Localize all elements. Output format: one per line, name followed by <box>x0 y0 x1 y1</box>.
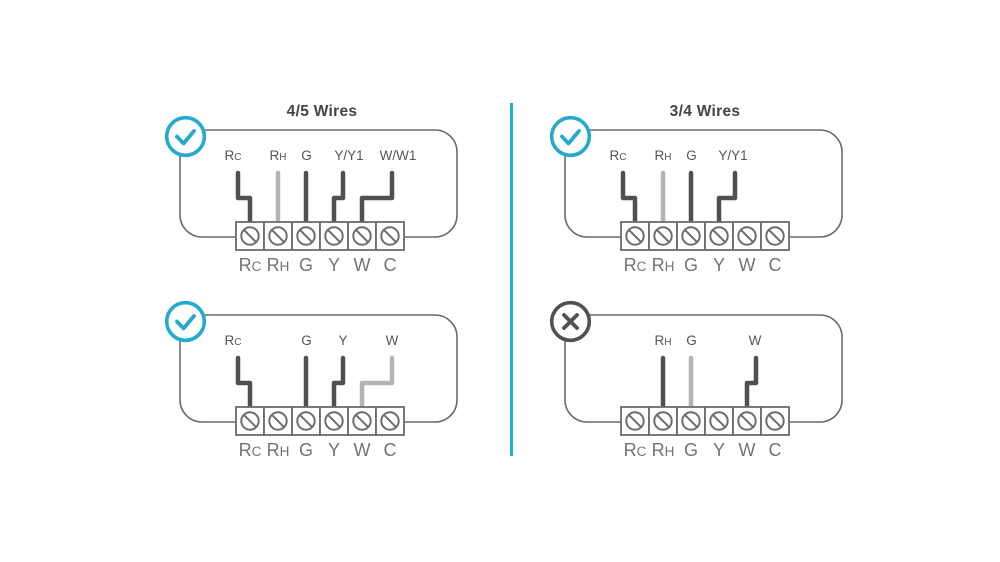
panel-title: 3/4 Wires <box>670 103 741 120</box>
screw-terminal-icon <box>704 221 734 251</box>
screw-terminal-icon <box>291 406 321 436</box>
wire-label: RH <box>655 148 672 163</box>
terminal-label: W <box>739 255 756 275</box>
terminal-label: Y <box>713 440 725 460</box>
wire-w <box>359 170 395 226</box>
screw-terminal-icon <box>263 406 293 436</box>
wire-label: RC <box>225 148 242 163</box>
screw-terminal-icon <box>732 221 762 251</box>
terminal-strip <box>235 406 405 436</box>
terminal-label: RH <box>267 440 290 460</box>
screw-terminal-icon <box>263 221 293 251</box>
terminal-strip <box>620 221 790 251</box>
terminal-label: W <box>739 440 756 460</box>
terminal-label: RC <box>624 255 647 275</box>
thermostat-plate-outline <box>564 129 843 238</box>
screw-terminal-icon <box>732 406 762 436</box>
thermostat-plate-outline <box>179 129 458 238</box>
screw-terminal-icon <box>375 406 405 436</box>
wire-label: G <box>301 148 312 163</box>
terminal-label: RH <box>652 440 675 460</box>
panel-3-4-wires-a: 3/4 Wires RC RH G Y/Y1 RC RH G Y W C <box>549 103 843 275</box>
screw-terminal-icon <box>347 221 377 251</box>
screw-terminal-icon <box>319 406 349 436</box>
check-circle-icon <box>164 300 207 343</box>
wire-label: RH <box>270 148 287 163</box>
screw-terminal-icon <box>291 221 321 251</box>
terminal-label: G <box>299 255 313 275</box>
screw-terminal-icon <box>676 221 706 251</box>
wire-label: Y <box>338 333 347 348</box>
wire-y <box>331 170 346 226</box>
terminal-label: G <box>684 440 698 460</box>
thermostat-plate-outline <box>564 314 843 423</box>
screw-terminal-icon <box>235 221 265 251</box>
wire-y <box>331 355 346 411</box>
terminal-label: Y <box>713 255 725 275</box>
wire-label: Y/Y1 <box>334 148 363 163</box>
wire-rc <box>235 170 253 226</box>
panel-4-5-wires-a: 4/5 Wires RC RH G Y/Y1 W/W1 RC RH G Y W … <box>164 103 458 275</box>
terminal-label: Y <box>328 440 340 460</box>
terminal-label: RH <box>267 255 290 275</box>
terminal-label: RH <box>652 255 675 275</box>
screw-terminal-icon <box>319 221 349 251</box>
wire-label: W <box>386 333 399 348</box>
terminal-label: G <box>299 440 313 460</box>
screw-terminal-icon <box>620 406 650 436</box>
wire-w <box>744 355 759 411</box>
terminal-label: C <box>384 440 397 460</box>
screw-terminal-icon <box>676 406 706 436</box>
terminal-label: C <box>769 440 782 460</box>
cross-circle-icon <box>549 300 592 343</box>
wire-rc <box>235 355 253 411</box>
screw-terminal-icon <box>235 406 265 436</box>
wire-label: W/W1 <box>380 148 417 163</box>
screw-terminal-icon <box>620 221 650 251</box>
terminal-strip <box>620 406 790 436</box>
check-circle-icon <box>549 115 592 158</box>
column-divider <box>510 103 513 456</box>
terminal-strip <box>235 221 405 251</box>
panel-4-5-wires-b: RC G Y W RC RH G Y W C <box>164 300 458 460</box>
wire-label: G <box>686 333 697 348</box>
wire-label: G <box>301 333 312 348</box>
terminal-label: W <box>354 255 371 275</box>
wire-label: Y/Y1 <box>718 148 747 163</box>
terminal-label: W <box>354 440 371 460</box>
wire-label: RC <box>225 333 242 348</box>
screw-terminal-icon <box>375 221 405 251</box>
terminal-label: C <box>384 255 397 275</box>
wire-label: G <box>686 148 697 163</box>
screw-terminal-icon <box>347 406 377 436</box>
screw-terminal-icon <box>760 406 790 436</box>
wire-label: RC <box>610 148 627 163</box>
terminal-label: RC <box>239 440 262 460</box>
terminal-label: C <box>769 255 782 275</box>
wire-rc <box>620 170 638 226</box>
panel-3-4-wires-wrong: RH G W RC RH G Y W C <box>549 300 843 460</box>
terminal-label: RC <box>624 440 647 460</box>
wire-w <box>359 355 395 411</box>
screw-terminal-icon <box>760 221 790 251</box>
thermostat-plate-outline <box>179 314 458 423</box>
screw-terminal-icon <box>704 406 734 436</box>
terminal-label: RC <box>239 255 262 275</box>
panel-title: 4/5 Wires <box>287 103 358 120</box>
terminal-label: G <box>684 255 698 275</box>
check-circle-icon <box>164 115 207 158</box>
wire-label: W <box>749 333 762 348</box>
wire-label: RH <box>655 333 672 348</box>
terminal-label: Y <box>328 255 340 275</box>
screw-terminal-icon <box>648 406 678 436</box>
screw-terminal-icon <box>648 221 678 251</box>
wire-y <box>716 170 738 226</box>
